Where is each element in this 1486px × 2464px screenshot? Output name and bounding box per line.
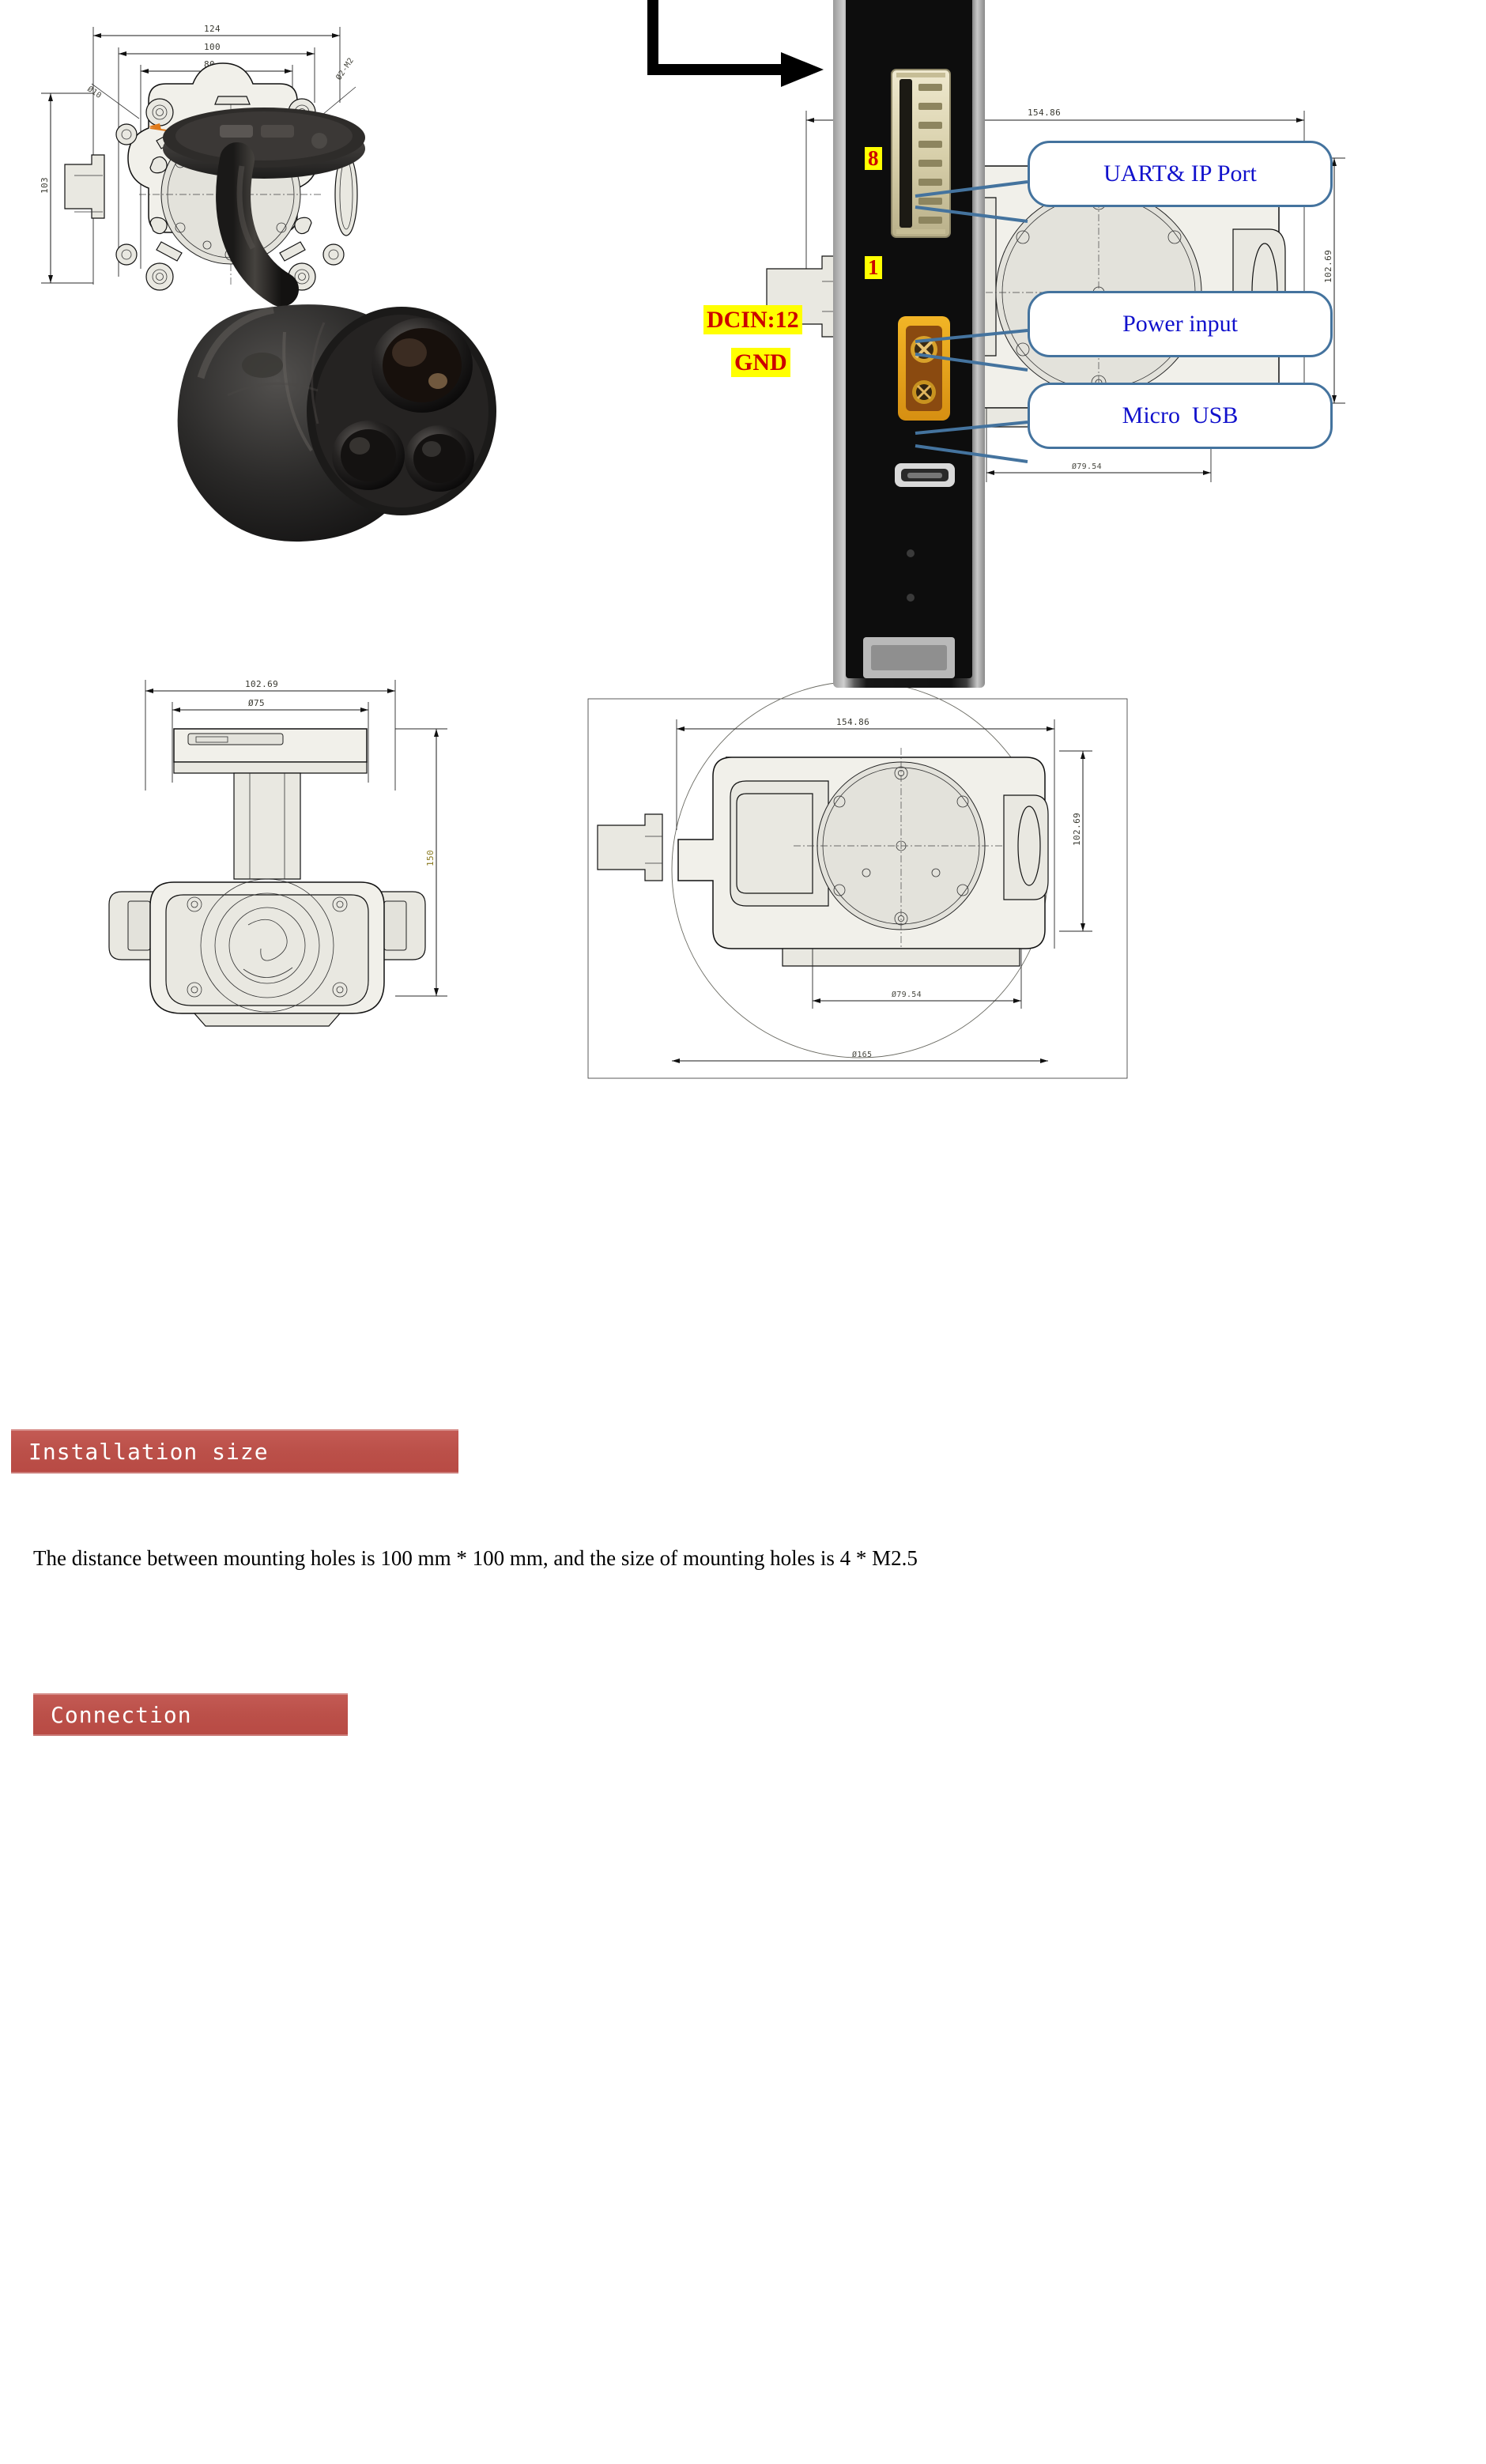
dimension-150: 150	[395, 728, 447, 997]
dim-label-10269-br: 102.69	[1072, 813, 1082, 846]
uart-ip-connector	[891, 69, 951, 238]
dim-label-10269-r: 102.69	[1323, 250, 1333, 283]
annotation-dia165: Ø165	[672, 1050, 1048, 1063]
callout-power-input[interactable]: Power input	[1028, 291, 1333, 357]
dim-label-10269-bl: 102.69	[245, 679, 278, 689]
callout-leader-lines	[915, 180, 1028, 463]
connection-diagram: 8 1 DCIN:12 GND UART& IP Port Power inpu…	[0, 0, 1486, 704]
connection-arrow	[647, 0, 824, 87]
dimension-102-69-bl: 102.69	[145, 679, 396, 791]
dim-label-15486-br: 154.86	[836, 717, 869, 727]
label-dcin: DCIN:12	[703, 305, 802, 334]
callout-label-power-input: Power input	[1122, 311, 1238, 337]
dimension-154-86-br: 154.86	[676, 717, 1055, 949]
annot-dia7954-top: Ø79.54	[1072, 462, 1102, 471]
power-connector	[898, 316, 950, 421]
section-title-installation-size: Installation size	[28, 1438, 269, 1465]
label-gnd: GND	[731, 348, 790, 377]
dimension-102-69-br: 102.69	[1059, 750, 1092, 932]
dim-label-103: 103	[40, 177, 50, 194]
dim-label-15486: 154.86	[1028, 108, 1061, 118]
annot-dia7954-br: Ø79.54	[892, 990, 922, 999]
installation-size-body: The distance between mounting holes is 1…	[33, 1546, 918, 1570]
dimension-100: 100	[118, 42, 315, 277]
callout-micro-usb[interactable]: Micro USB	[1028, 383, 1333, 449]
swing-envelope-drawing: 154.86 102.69	[585, 681, 1130, 1091]
section-title-connection: Connection	[51, 1701, 192, 1728]
micro-usb-port	[895, 463, 955, 487]
front-view-drawing: 102.69 Ø75 150	[55, 664, 474, 1075]
pin-number-8: 8	[865, 147, 882, 170]
callout-label-micro-usb: Micro USB	[1122, 402, 1239, 428]
annotation-dia75: Ø75	[172, 698, 369, 783]
section-header-connection: Connection	[33, 1693, 348, 1736]
dim-label-150: 150	[425, 850, 436, 866]
annot-dia75: Ø75	[248, 698, 265, 708]
annotation-dia7954-br: Ø79.54	[812, 949, 1022, 1009]
gimbal-camera-photo	[163, 108, 496, 542]
callout-label-uart-ip-port: UART& IP Port	[1103, 160, 1257, 187]
dim-label-124: 124	[204, 24, 221, 34]
dim-label-100: 100	[204, 42, 221, 52]
section-header-installation-size: Installation size	[11, 1429, 458, 1473]
pin-number-1: 1	[865, 256, 882, 279]
dimension-103: 103	[40, 92, 93, 284]
callout-uart-ip-port[interactable]: UART& IP Port	[1028, 141, 1333, 207]
dimension-154-86: 154.86	[805, 108, 1305, 427]
annot-dia165: Ø165	[852, 1050, 872, 1059]
